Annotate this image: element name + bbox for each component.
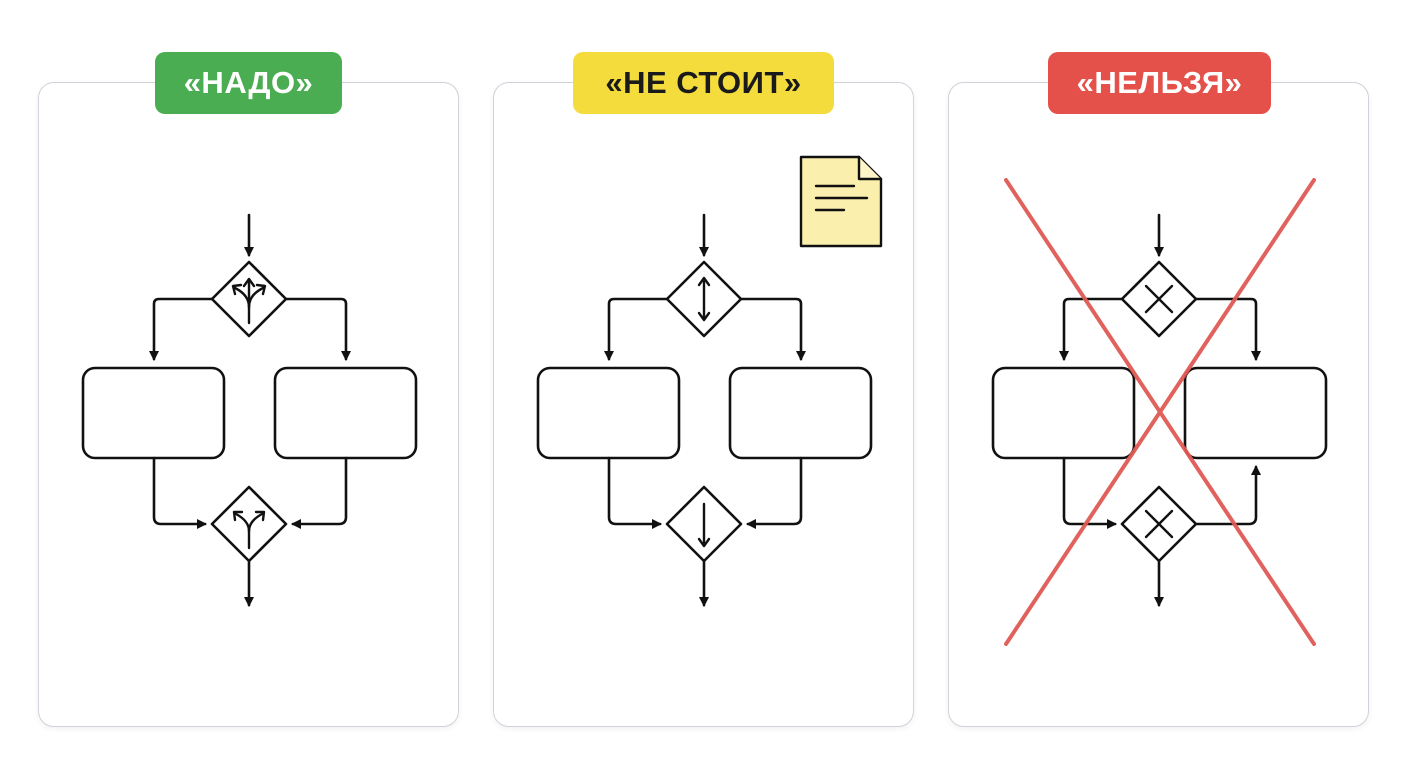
merge-arrows-icon [232,510,266,550]
flow-diagram-ne-stoit [536,155,883,607]
branch-left-arrow [1059,297,1124,361]
panel-nelzya [948,82,1369,727]
merge-right-arrow [746,456,803,529]
task-box-left [536,366,681,460]
flow-diagram-nado [81,213,418,607]
x-icon [1144,509,1174,539]
branch-left-arrow [149,297,214,361]
task-box-right [273,366,418,460]
branch-right-arrow [1194,297,1261,361]
merge-left-arrow [607,456,662,529]
down-arrow-icon [697,502,711,548]
branch-right-arrow [284,297,351,361]
task-box-right [1183,366,1328,460]
badge-ne-stoit: «НЕ СТОИТ» [573,52,834,114]
x-icon [1144,284,1174,314]
document-icon [799,155,883,248]
flow-diagram-nelzya [991,178,1328,646]
branch-right-arrow [739,297,806,361]
reverse-flow-arrow [1194,465,1261,526]
badge-nado: «НАДО» [155,52,342,114]
panel-nado [38,82,459,727]
badge-nelzya: «НЕЛЬЗЯ» [1048,52,1271,114]
merge-left-arrow [152,456,207,529]
double-arrow-icon [697,276,711,322]
crossed-out-icon [1004,178,1316,646]
merge-right-arrow [291,456,348,529]
task-box-left [991,366,1136,460]
fork-arrows-icon [231,277,267,325]
merge-gateway [210,485,288,563]
branch-left-arrow [604,297,669,361]
task-box-left [81,366,226,460]
panel-ne-stoit [493,82,914,727]
merge-left-arrow [1062,456,1117,529]
task-box-right [728,366,873,460]
